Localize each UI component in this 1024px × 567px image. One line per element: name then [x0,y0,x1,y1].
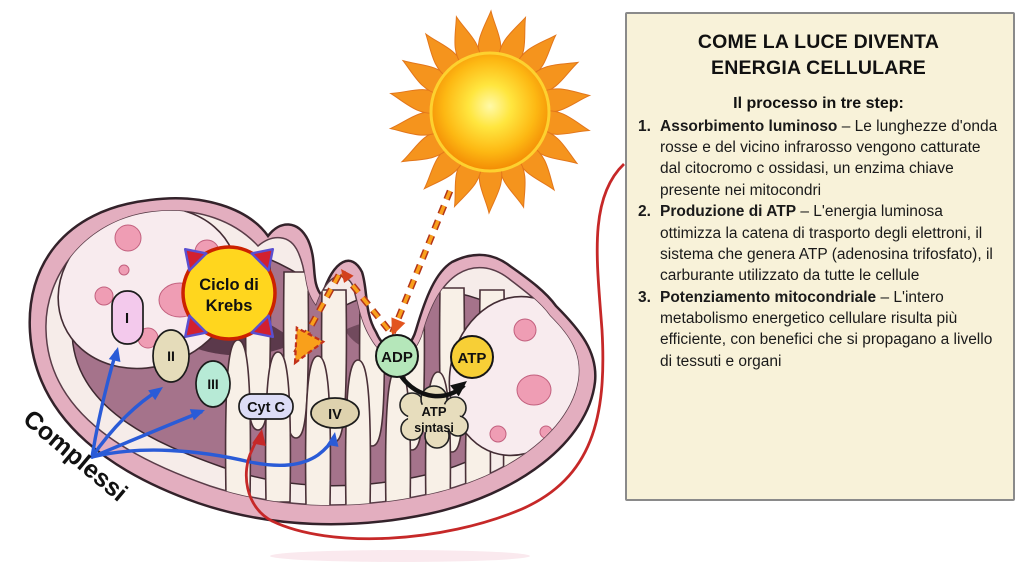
crista-fold [384,367,412,505]
atp-synthase-label-line2: sintasi [414,421,454,435]
blue-arrowhead [326,432,339,447]
matrix-right-cap [448,295,579,457]
complex-i-node [111,290,144,345]
step-item-1: 1. Assorbimento luminoso – Le lunghezze d… [638,116,999,202]
adp-to-atp-arrow [399,374,467,399]
atp-synthase-node: ATP sintasi [399,385,469,449]
step-heading: Produzione di ATP [660,203,797,221]
complex-i-label: I [125,311,129,327]
granule [513,318,537,342]
granule [516,374,552,406]
rotation-arrow [183,314,208,339]
granule [94,286,114,306]
atp-synthase-label-line1: ATP [421,404,446,419]
cyt-c-label: Cyt C [247,400,285,416]
step-text: – L'intero metabolismo energetico cellul… [660,288,993,370]
red-connector-curve [244,162,625,541]
step-number: 1. [638,117,651,135]
arrow-to-complex-iv [90,435,336,467]
complex-iv-node [310,397,360,429]
complex-iv-label: IV [328,407,342,423]
atp-node [450,335,494,379]
light-beam [290,189,454,366]
complessi-arrows [90,347,339,467]
panel-subtitle: Il processo in tre step: [733,94,904,112]
arrow-to-complex-i [90,350,118,459]
red-arrowhead [252,429,266,447]
light-beam-dashes [291,190,452,360]
arrow-to-complex-iii [90,410,203,459]
step-item-2: 2. Produzione di ATP – L'energia luminosa… [638,201,999,287]
step-number: 2. [638,203,651,221]
crista-fold [344,359,372,505]
step-heading: Assorbimento luminoso [660,117,838,135]
step-item-3: 3. Potenziamento mitocondriale – L'intero… [638,287,999,373]
adp-label: ADP [381,349,413,366]
etc-nodes: I II III Cyt C IV ATP [111,290,494,449]
panel-title-line1: COME LA LUCE DIVENTA [697,31,940,53]
steps-list: 1. Assorbimento luminoso – Le lunghezze d… [638,116,999,373]
krebs-rotation-arrows [183,247,275,339]
cloud-body [408,403,460,433]
atp-label: ATP [458,350,487,367]
krebs-cycle: Ciclo di Krebs [181,245,277,341]
rotation-arrow [250,247,275,272]
crista-fold [264,351,292,503]
adp-to-atp-arrowhead [450,381,467,397]
complex-iii-label: III [207,377,218,392]
granule [489,425,507,443]
beam-arrowhead-target [293,325,326,366]
panel-title: COME LA LUCE DIVENTA ENERGIA CELLULARE [638,29,999,82]
adp-node [375,334,419,378]
sun-icon [387,10,593,214]
granule [118,264,130,276]
panel-to-cytc-connector [244,162,625,541]
step-text: – Le lunghezze d'onda rosse e del vicino… [660,117,998,199]
complex-iii-node [195,360,231,408]
step-text: – L'energia luminosa ottimizza la catena… [660,203,993,285]
cyt-c-node [238,393,294,420]
blue-arrowhead [108,347,121,363]
complex-ii-node [152,329,190,383]
rotation-arrow [183,247,208,272]
info-panel: COME LA LUCE DIVENTA ENERGIA CELLULARE I… [625,12,1015,501]
complex-ii-label: II [167,348,175,364]
krebs-label-line1: Ciclo di [199,276,259,294]
granule [114,224,142,252]
krebs-circle [181,245,277,341]
step-heading: Potenziamento mitocondriale [660,288,877,306]
beam-arrowhead-adp [391,317,406,336]
krebs-label-line2: Krebs [206,297,253,315]
pink-smudge [270,550,530,562]
rotation-arrow [250,314,275,339]
blue-arrowhead [189,409,205,421]
step-number: 3. [638,288,651,306]
sun-core [429,51,551,173]
panel-title-line2: ENERGIA CELLULARE [710,57,926,80]
beam-arrowhead-vertex [341,269,354,283]
blue-arrowhead [148,387,163,401]
crista-fold [304,355,332,505]
